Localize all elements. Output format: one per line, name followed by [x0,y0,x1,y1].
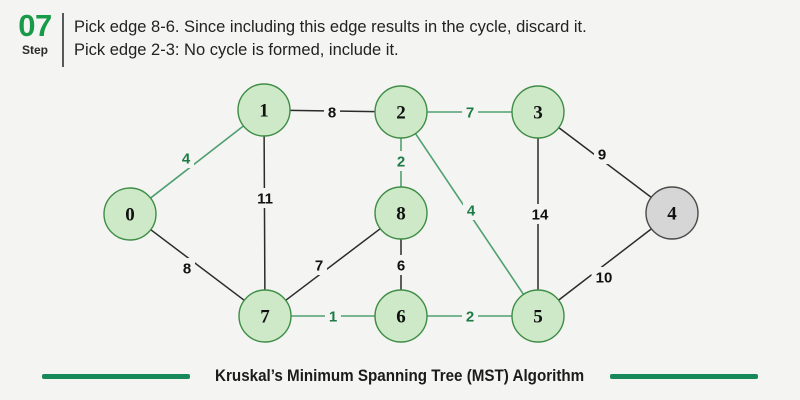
edge-label-layer: 4 8 8 11 7 2 4 9 14 10 2 1 6 7 [178,102,617,326]
graph-node-8[interactable]: 8 [374,186,428,240]
graph-edge-0-7 [150,229,245,301]
node-label-0: 0 [125,205,135,226]
header-line-1: Pick edge 8-6. Since including this edge… [74,18,587,36]
edge-weight-label-3-5: 14 [532,207,549,224]
header-text-block: Pick edge 8-6. Since including this edge… [74,16,788,62]
graph-svg: 4 8 8 11 7 2 4 9 14 10 2 1 6 7 0 1 2 3 4 5 6 7 8 [103,83,699,343]
node-circle-2[interactable] [374,85,428,139]
footer: Kruskal’s Minimum Spanning Tree (MST) Al… [0,352,800,400]
edge-weight-label-0-7: 8 [183,261,191,278]
edge-weight-backdrop [462,306,478,326]
edge-weight-label-1-2: 8 [328,105,336,122]
edge-weight-label-0-1: 4 [182,151,191,168]
graph-node-2[interactable]: 2 [374,85,428,139]
edge-weight-label-4-5: 10 [596,270,613,287]
edge-weight-label-2-5: 4 [467,203,476,220]
graph-node-0[interactable]: 0 [103,187,157,241]
graph-node-6[interactable]: 6 [374,289,428,343]
node-circle-5[interactable] [511,289,565,343]
node-layer: 0 1 2 3 4 5 6 7 8 [103,83,699,343]
graph-area: 4 8 8 11 7 2 4 9 14 10 2 1 6 7 0 1 2 3 4 5 6 7 8 [0,76,800,348]
edge-weight-backdrop [591,267,617,287]
node-circle-6[interactable] [374,289,428,343]
node-circle-0[interactable] [103,187,157,241]
edge-weight-backdrop [463,200,479,220]
graph-node-5[interactable]: 5 [511,289,565,343]
graph-node-3[interactable]: 3 [511,85,565,139]
edge-weight-backdrop [462,102,478,122]
edge-weight-backdrop [393,255,409,275]
node-circle-7[interactable] [238,289,292,343]
edge-weight-backdrop [393,151,409,171]
edge-weight-backdrop [252,188,278,208]
edge-weight-backdrop [179,258,195,278]
edge-weight-backdrop [311,255,327,275]
footer-title: Kruskal’s Minimum Spanning Tree (MST) Al… [215,366,585,385]
graph-node-1[interactable]: 1 [237,83,291,137]
node-label-8: 8 [396,204,406,225]
edge-weight-backdrop [178,148,194,168]
edge-weight-label-5-6: 2 [466,309,474,326]
edge-weight-backdrop [325,306,341,326]
edge-weight-label-8-6: 6 [397,258,405,275]
footer-rule-left [42,373,191,379]
header-divider [62,13,64,67]
graph-edge-1-7 [263,135,266,291]
graph-node-4[interactable]: 4 [645,186,699,240]
node-label-7: 7 [260,307,270,328]
edge-weight-backdrop [324,102,340,122]
graph-edge-0-1 [150,125,244,199]
step-word-label: Step [21,43,48,57]
edge-weight-backdrop [594,144,610,164]
node-label-6: 6 [396,307,406,328]
edge-weight-label-3-4: 9 [598,147,606,164]
graph-node-7[interactable]: 7 [238,289,292,343]
edge-weight-backdrop [527,204,553,224]
step-badge: 07 Step [8,8,62,58]
node-circle-3[interactable] [511,85,565,139]
node-label-1: 1 [259,101,269,122]
footer-rule-right [609,373,758,379]
node-label-2: 2 [396,103,406,124]
graph-edge-8-7 [285,228,381,301]
node-label-5: 5 [533,307,543,328]
node-label-4: 4 [667,204,677,225]
edge-weight-label-2-8: 2 [397,154,405,171]
edge-weight-label-2-3: 7 [466,105,474,122]
header-line-2: Pick edge 2-3: No cycle is formed, inclu… [74,41,399,59]
node-circle-4[interactable] [645,186,699,240]
edge-weight-label-6-7: 1 [329,309,337,326]
node-circle-1[interactable] [237,83,291,137]
graph-edge-4-5 [558,228,652,301]
edge-weight-label-8-7: 7 [315,258,323,275]
step-number: 07 [18,8,52,43]
node-circle-8[interactable] [374,186,428,240]
edge-weight-label-1-7: 11 [257,191,273,208]
node-label-3: 3 [533,103,543,124]
header: 07 Step Pick edge 8-6. Since including t… [0,0,800,76]
